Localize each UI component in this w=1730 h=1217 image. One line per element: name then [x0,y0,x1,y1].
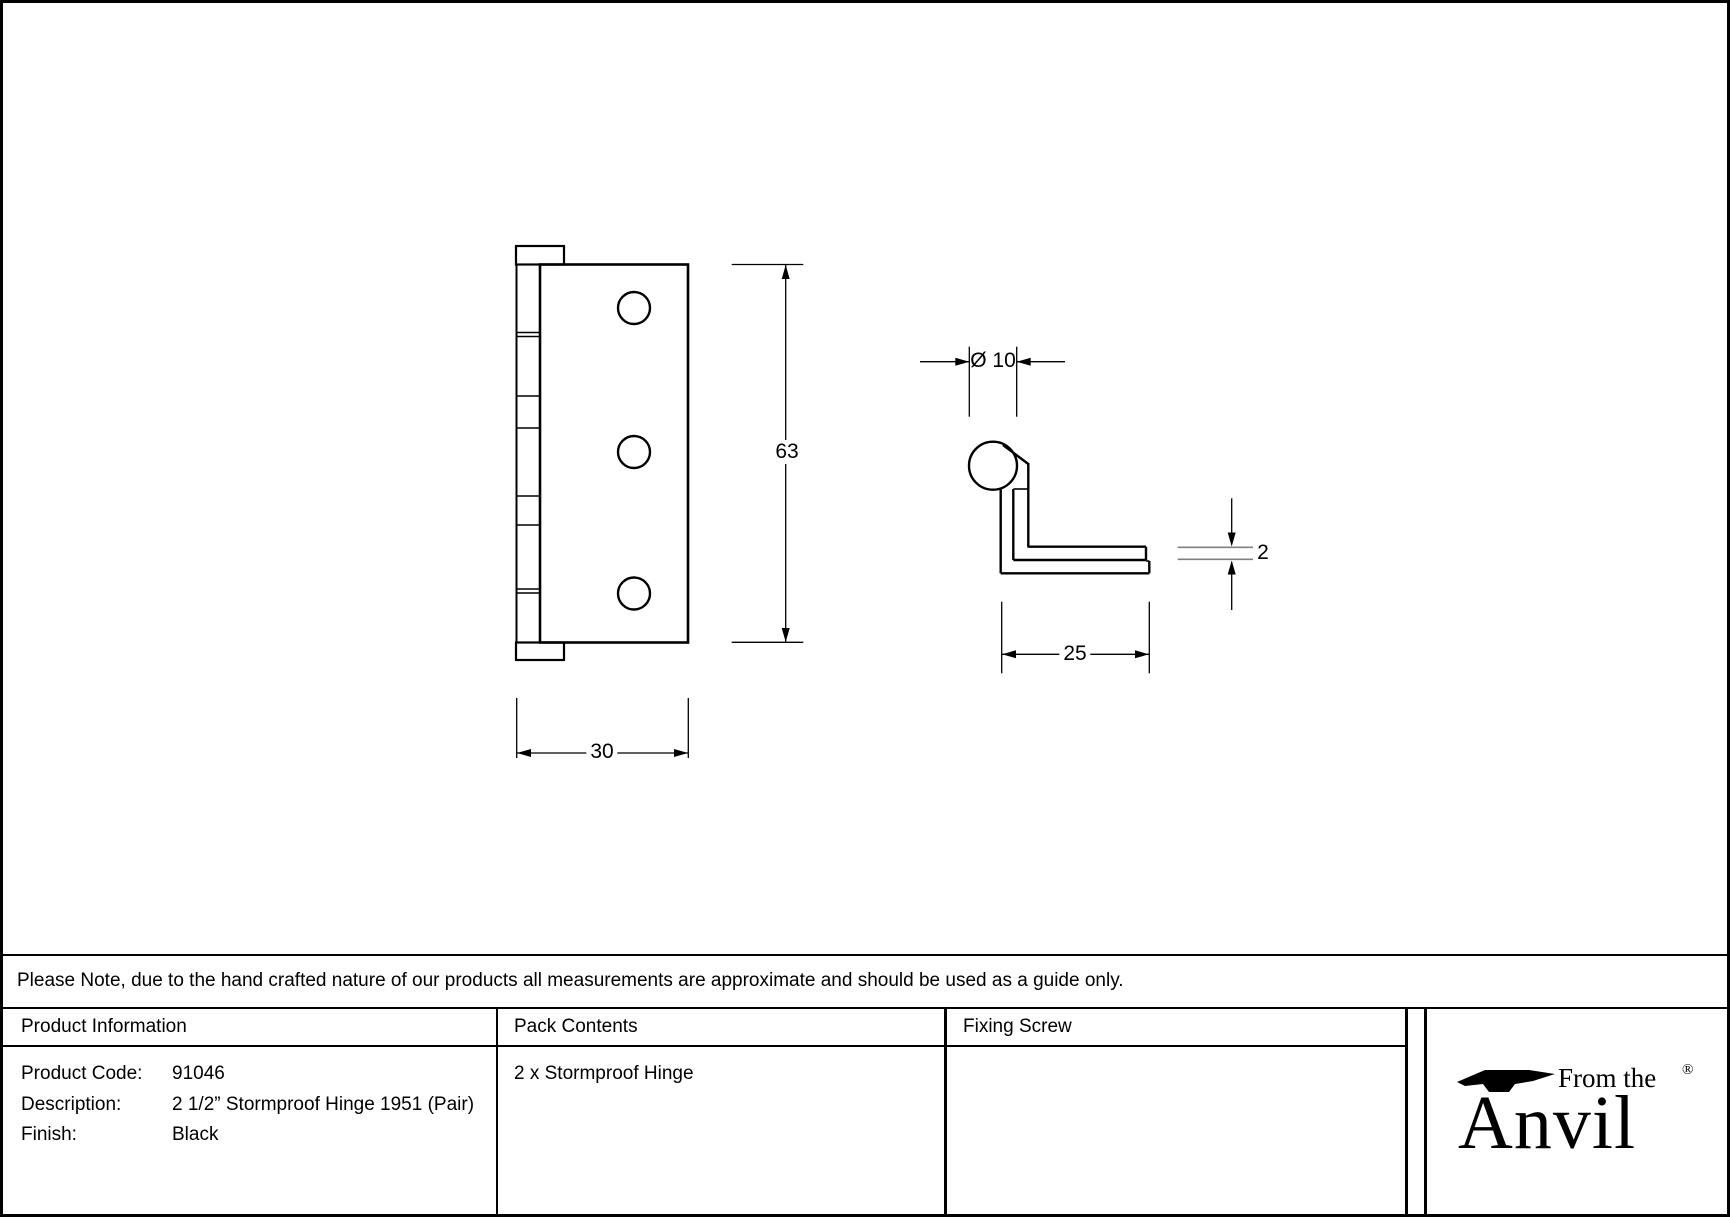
logo-anvil-text: Anvil [1458,1081,1637,1165]
pack-contents-value: 2 x Stormproof Hinge [514,1063,694,1084]
screw-hole-bottom [616,576,652,611]
table-top-border [2,1006,1728,1009]
table-divider-3 [1405,1006,1408,1215]
screw-hole-top [616,290,652,326]
dim-25-arrow-right [1135,650,1149,659]
dim-2-extension-lines [1177,546,1253,561]
anvil-icon [1457,1070,1555,1092]
dim-63-arrow-down [781,628,790,642]
description-value: 2 1/2” Stormproof Hinge 1951 (Pair) [172,1094,475,1115]
logo-cell-left-border [1424,1006,1427,1215]
front-knuckle-divisions [516,331,540,594]
front-knuckle-strip [515,263,541,644]
front-pin-cap-top [514,244,566,266]
header-fixing-screw: Fixing Screw [963,1016,1072,1037]
front-pin-cap-bottom [514,641,566,662]
product-code-label: Product Code: [21,1063,143,1084]
front-leaf-plate [538,263,690,644]
product-code-value: 91046 [172,1063,225,1084]
dim-dia10-arrow-left [1016,357,1031,366]
disclaimer-note: Please Note, due to the hand crafted nat… [17,970,1124,991]
side-profile [999,444,1151,575]
dim-63-label: 63 [771,440,803,464]
dim-2-arrow-up [1227,560,1236,575]
finish-label: Finish: [21,1124,77,1145]
description-label: Description: [21,1094,122,1115]
dim-30-label: 30 [586,740,618,764]
table-divider-1 [495,1006,498,1215]
header-pack-contents: Pack Contents [514,1016,638,1037]
brand-logo: Anvil From the ® [1425,1007,1727,1214]
logo-from-the-text: From the [1558,1063,1657,1093]
dim-25-arrow-left [1002,650,1016,659]
dim-2-label: 2 [1257,541,1269,564]
technical-drawing [514,244,1253,758]
dim-30-arrow-right [674,749,688,757]
dim-dia10-label: Ø 10 [970,349,1016,372]
logo-registered-mark: ® [1682,1062,1694,1078]
table-divider-2 [944,1006,947,1215]
note-row-top-border [2,953,1728,956]
screw-hole-middle [616,434,652,470]
finish-value: Black [172,1124,219,1145]
dim-dia10-arrow-right [955,357,970,366]
dim-2-arrow-down [1227,532,1236,547]
dim-30-arrow-left [517,749,531,757]
table-header-bottom-border [2,1044,1406,1047]
dim-25-label: 25 [1059,642,1091,666]
header-product-information: Product Information [21,1016,187,1037]
dim-63-arrow-up [781,265,790,279]
side-knuckle-barrel [967,440,1019,491]
